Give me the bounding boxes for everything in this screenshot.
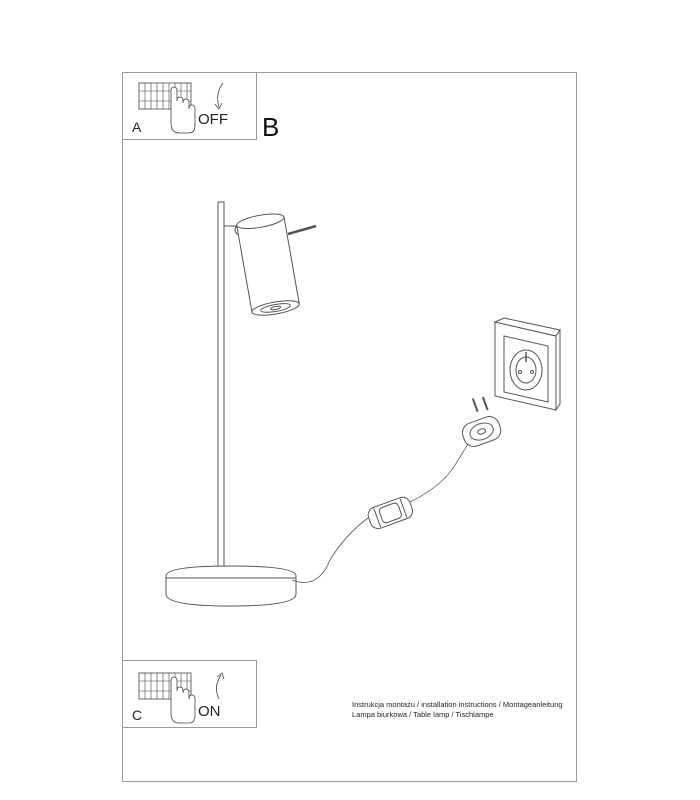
caption-line-2: Lampa biurkowa / Table lamp / Tischlampe bbox=[352, 710, 494, 719]
power-outlet-icon bbox=[493, 317, 561, 412]
rotate-arrow-icon bbox=[217, 82, 224, 108]
step-c-state: ON bbox=[198, 703, 221, 720]
caption: Instrukcja montażu / installation instru… bbox=[352, 700, 563, 720]
step-a-panel: A OFF bbox=[122, 72, 257, 140]
switch-hand-icon bbox=[138, 82, 224, 134]
instruction-sheet bbox=[122, 72, 577, 782]
rotate-arrow-icon bbox=[216, 674, 222, 700]
table-lamp-icon bbox=[165, 201, 317, 607]
plug-icon bbox=[461, 396, 502, 447]
step-a-state: OFF bbox=[198, 111, 228, 128]
step-c-panel: C ON bbox=[122, 660, 257, 728]
switch-hand-icon bbox=[138, 672, 225, 724]
step-c-letter: C bbox=[132, 707, 143, 723]
step-a-letter: A bbox=[132, 119, 142, 135]
caption-line-1: Instrukcja montażu / installation instru… bbox=[352, 700, 563, 709]
step-b-letter: B bbox=[262, 112, 280, 142]
cord-switch-icon bbox=[367, 496, 414, 530]
